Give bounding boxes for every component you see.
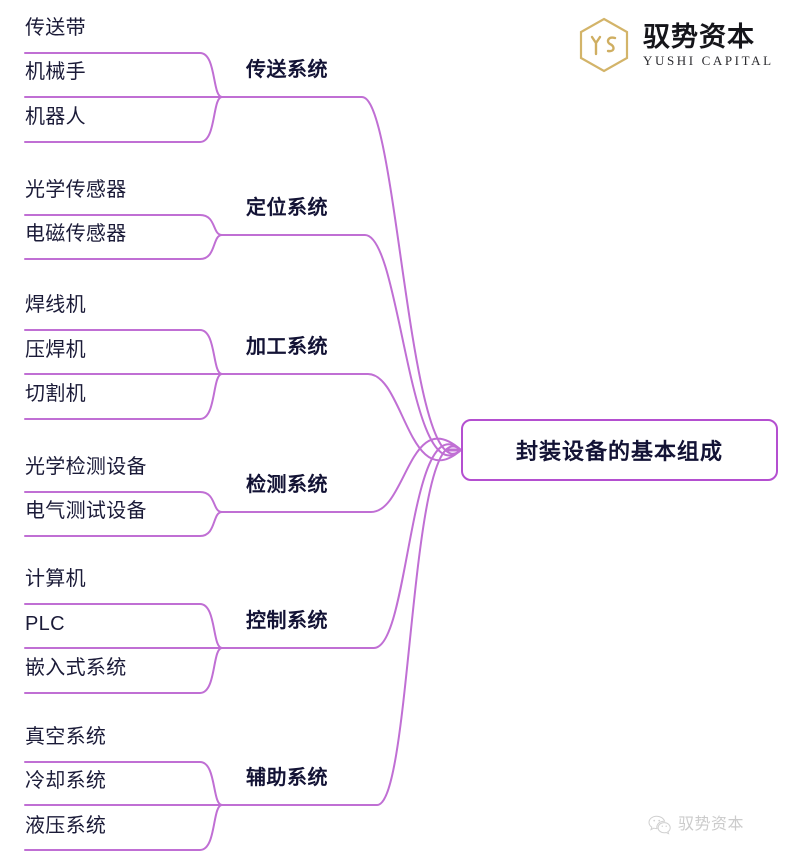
branch-node-label[interactable]: 辅助系统 [246, 767, 328, 789]
branch-connector [221, 95, 462, 455]
brand-logo: 驭势资本 YUSHI CAPITAL [575, 14, 780, 76]
leaf-node-label[interactable]: 机器人 [25, 106, 86, 128]
logo-name-cn: 驭势资本 [643, 21, 755, 52]
wechat-icon [648, 815, 671, 835]
leaf-node-label[interactable]: 液压系统 [25, 815, 107, 837]
leaf-node-label[interactable]: 真空系统 [25, 726, 107, 748]
branch-node-label[interactable]: 加工系统 [246, 336, 328, 358]
leaf-node-label[interactable]: 焊线机 [25, 294, 86, 316]
leaf-node-label[interactable]: 冷却系统 [25, 770, 107, 792]
leaf-node-label[interactable]: 压焊机 [25, 339, 86, 361]
leaf-node-label[interactable]: 机械手 [25, 61, 86, 83]
leaf-node-label[interactable]: 电磁传感器 [25, 223, 127, 245]
branch-node-label[interactable]: 传送系统 [246, 59, 328, 81]
branch-node-label[interactable]: 定位系统 [246, 197, 328, 219]
logo-text-block: 驭势资本 YUSHI CAPITAL [643, 21, 774, 68]
wechat-watermark: 驭势资本 [648, 812, 744, 838]
leaf-node-label[interactable]: 光学传感器 [25, 179, 127, 201]
leaf-node-label[interactable]: 电气测试设备 [25, 500, 147, 522]
leaf-node-label[interactable]: 光学检测设备 [25, 456, 147, 478]
leaf-node-label[interactable]: PLC [25, 613, 65, 635]
watermark-label: 驭势资本 [678, 816, 745, 833]
central-topic-label: 封装设备的基本组成 [515, 439, 723, 464]
logo-hexagon-ys-icon [575, 16, 633, 74]
branch-node-label[interactable]: 控制系统 [246, 610, 328, 632]
logo-name-en: YUSHI CAPITAL [643, 52, 774, 68]
branch-connector [221, 372, 462, 462]
leaf-node-label[interactable]: 嵌入式系统 [25, 657, 127, 679]
leaf-node-label[interactable]: 计算机 [25, 568, 86, 590]
branch-node-label[interactable]: 检测系统 [246, 474, 328, 496]
leaf-node-label[interactable]: 切割机 [25, 383, 86, 405]
central-topic-node[interactable]: 封装设备的基本组成 [461, 419, 778, 481]
leaf-node-label[interactable]: 传送带 [25, 17, 86, 39]
